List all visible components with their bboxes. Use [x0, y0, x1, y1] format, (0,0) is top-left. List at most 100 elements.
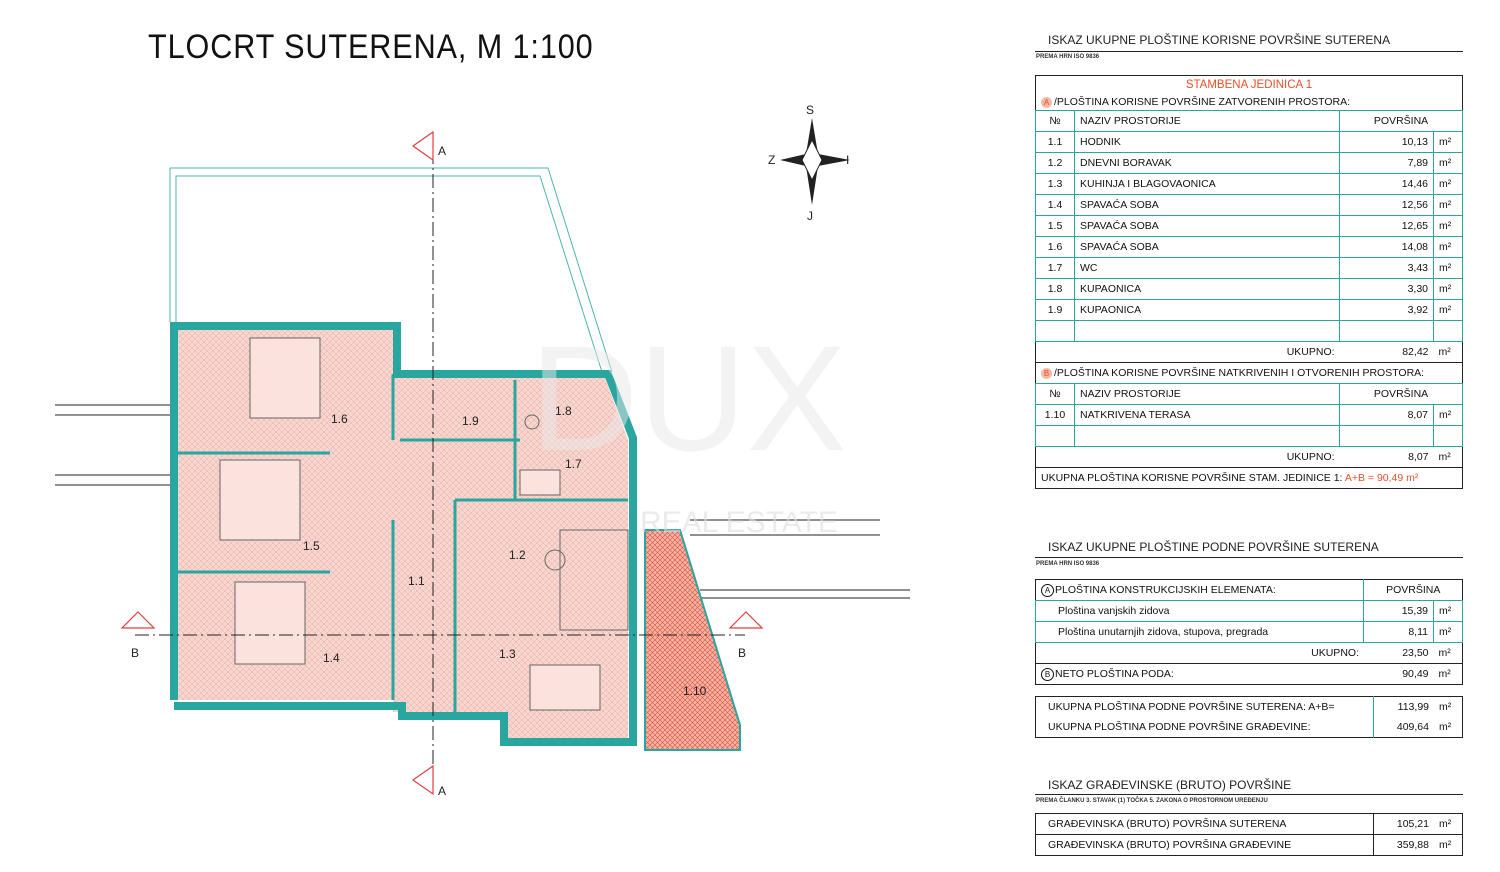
room-label: 1.3: [499, 647, 516, 661]
text-cell: WC: [1073, 257, 1341, 279]
floor-plan: A A B B 1.6 1.9 1.8 1.7 1.5 1.2 1.1 1.3 …: [55, 103, 910, 798]
text-cell: I: [846, 153, 849, 167]
text-cell: UKUPNA PLOŠTINA PODNE POVRŠINE SUTERENA:…: [1035, 696, 1374, 717]
room-label: 1.5: [303, 539, 320, 553]
text-cell: KUHINJA I BLAGOVAONICA: [1073, 173, 1341, 195]
text-cell: 113,99: [1397, 701, 1429, 713]
section-lines: [135, 150, 745, 780]
text-cell: 7,89: [1339, 152, 1434, 174]
text-cell: 1.8: [1035, 278, 1075, 300]
section-label-a-top: A: [438, 144, 446, 158]
text-cell: SPAVAĆA SOBA: [1073, 236, 1341, 258]
text-cell: 14,08: [1339, 236, 1434, 258]
text-cell: m²: [1433, 299, 1463, 321]
compass-icon: S J Z I: [768, 103, 850, 223]
table-row: UKUPNA PLOŠTINA PODNE POVRŠINE SUTERENA:…: [1035, 696, 1463, 717]
table-row: GRAĐEVINSKA (BRUTO) POVRŠINA GRAĐEVINE 35…: [1035, 834, 1463, 856]
text-cell: J: [807, 209, 813, 223]
room-labels: 1.6 1.9 1.8 1.7 1.5 1.2 1.1 1.3 1.4 1.10: [303, 404, 707, 698]
text-cell: m²: [1433, 404, 1463, 426]
text-cell: 1.7: [1035, 257, 1075, 279]
text-cell: 105,21: [1396, 818, 1429, 830]
text-cell: POVRŠINA: [1339, 383, 1463, 405]
text-cell: Ploština vanjskih zidova: [1034, 600, 1365, 622]
text-cell: m²: [1439, 701, 1452, 713]
text-cell: DNEVNI BORAVAK: [1073, 152, 1341, 174]
text-cell: 3,43: [1339, 257, 1434, 279]
room-label: 1.7: [565, 457, 582, 471]
text-cell: /PLOŠTINA KORISNE POVRŠINE NATKRIVENIH I…: [1054, 367, 1425, 379]
text-cell: m²: [1439, 721, 1452, 733]
t1-heading: ISKAZ UKUPNE PLOŠTINE KORISNE POVRŠINE S…: [1048, 33, 1391, 47]
text-cell: 3,92: [1339, 299, 1434, 321]
room-label: 1.2: [509, 548, 526, 562]
text-cell: m²: [1433, 236, 1463, 258]
drawing-title: TLOCRT SUTERENA, M 1:100: [148, 28, 594, 66]
room-label: 1.4: [323, 651, 340, 665]
text-cell: 1.5: [1035, 215, 1075, 237]
text-cell: 14,46: [1339, 173, 1434, 195]
text-cell: №: [1035, 110, 1075, 132]
text-cell: 359,88: [1396, 839, 1429, 851]
text-cell: m²: [1433, 215, 1463, 237]
text-cell: m²: [1438, 346, 1451, 358]
text-cell: B: [1041, 667, 1054, 681]
text-cell: A: [1041, 583, 1054, 597]
section-label-a-bottom: A: [438, 784, 446, 798]
text-cell: Ploština unutarnjih zidova, stupova, pre…: [1034, 621, 1365, 643]
text-cell: GRAĐEVINSKA (BRUTO) POVRŠINA GRAĐEVINE: [1035, 834, 1374, 856]
text-cell: 1.3: [1035, 173, 1075, 195]
text-cell: 8,11: [1363, 621, 1434, 643]
t3-heading: ISKAZ GRAĐEVINSKE (BRUTO) POVRŠINE: [1048, 778, 1292, 792]
text-cell: NETO PLOŠTINA PODA:: [1055, 667, 1174, 680]
text-cell: UKUPNA PLOŠTINA KORISNE POVRŠINE STAM. J…: [1041, 472, 1343, 484]
section-markers: [120, 130, 764, 796]
terrace-1-10: [644, 529, 741, 751]
text-cell: UKUPNO:: [1286, 346, 1335, 358]
table-row: Ploština unutarnjih zidova, stupova, pre…: [1034, 621, 1463, 643]
text-cell: m²: [1438, 668, 1451, 680]
text-cell: 82,42: [1402, 346, 1429, 358]
text-cell: 90,49 m²: [1376, 472, 1419, 484]
text-cell: NAZIV PROSTORIJE: [1073, 383, 1341, 405]
watermark-logo: DUX: [530, 314, 847, 482]
text-cell: 12,56: [1339, 194, 1434, 216]
walls: [170, 322, 637, 746]
outer-lines: [55, 404, 910, 599]
text-cell: KUPAONICA: [1073, 278, 1341, 300]
room-label: 1.8: [555, 404, 572, 418]
text-cell: m²: [1433, 278, 1463, 300]
text-cell: A+B =: [1344, 472, 1375, 484]
t1-norm: PREMA HRN ISO 9836: [1036, 54, 1100, 60]
text-cell: SPAVAĆA SOBA: [1073, 215, 1341, 237]
text-cell: m²: [1433, 621, 1463, 643]
text-cell: m²: [1433, 257, 1463, 279]
text-cell: NATKRIVENA TERASA: [1073, 404, 1341, 426]
text-cell: S: [806, 103, 814, 117]
text-cell: 1.1: [1035, 131, 1075, 153]
text-cell: UKUPNA PLOŠTINA PODNE POVRŠINE GRAĐEVINE…: [1035, 717, 1374, 738]
text-cell: /PLOŠTINA KORISNE POVRŠINE ZATVORENIH PR…: [1054, 96, 1351, 108]
room-label: 1.6: [331, 412, 348, 426]
text-cell: HODNIK: [1073, 131, 1341, 153]
interior-walls: [178, 374, 628, 712]
room-label: 1.10: [683, 684, 707, 698]
text-cell: PREMA ČLANKU 3. STAVAK (1) TOČKA 5. ZAKO…: [1036, 798, 1268, 804]
text-cell: 1.9: [1035, 299, 1075, 321]
text-cell: m²: [1433, 600, 1463, 622]
text-cell: NAZIV PROSTORIJE: [1073, 110, 1341, 132]
text-cell: POVRŠINA: [1386, 584, 1441, 596]
text-cell: B: [1041, 368, 1052, 379]
text-cell: m²: [1433, 131, 1463, 153]
text-cell: UKUPNO:: [1311, 647, 1359, 659]
text-cell: 90,49: [1402, 668, 1429, 680]
text-cell: m²: [1439, 839, 1452, 851]
